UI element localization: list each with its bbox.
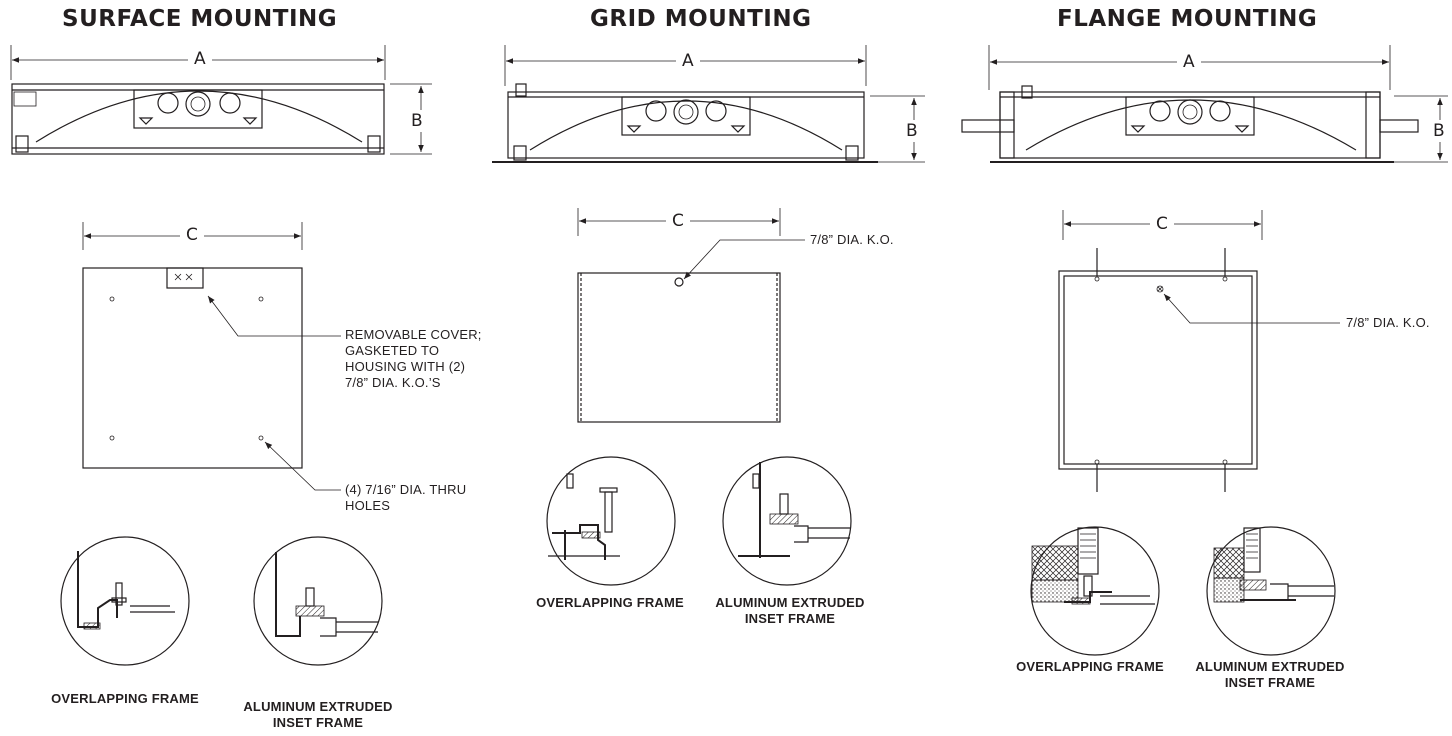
grid-note-ko: 7/8” DIA. K.O. <box>810 232 894 247</box>
flange-caption-inset: ALUMINUM EXTRUDED INSET FRAME <box>1195 659 1345 690</box>
grid-plan-view <box>577 208 805 423</box>
flange-mounting-title: FLANGE MOUNTING <box>1057 6 1318 32</box>
flange-dim-c: C <box>1150 215 1174 233</box>
surface-detail-inset <box>253 536 383 666</box>
grid-detail-inset <box>722 456 852 586</box>
flange-caption-overlapping: OVERLAPPING FRAME <box>1016 659 1164 674</box>
flange-plan-view <box>1058 210 1340 492</box>
grid-dim-a: A <box>676 52 700 70</box>
surface-plan-view <box>82 222 341 491</box>
surface-caption-overlapping: OVERLAPPING FRAME <box>51 691 199 706</box>
flange-detail-overlapping <box>1030 526 1160 656</box>
flange-side-elevation <box>961 45 1448 163</box>
flange-dim-b: B <box>1430 120 1448 142</box>
surface-note-removable-cover: REMOVABLE COVER; GASKETED TO HOUSING WIT… <box>345 327 482 390</box>
surface-detail-overlapping <box>60 536 190 666</box>
grid-caption-overlapping: OVERLAPPING FRAME <box>536 595 684 610</box>
grid-mounting-title: GRID MOUNTING <box>590 6 812 32</box>
grid-side-elevation <box>492 45 925 163</box>
grid-detail-overlapping <box>546 456 676 586</box>
flange-detail-inset <box>1206 526 1336 656</box>
surface-dim-c: C <box>180 226 204 244</box>
grid-dim-b: B <box>903 120 921 142</box>
surface-note-thru-holes: (4) 7/16” DIA. THRU HOLES <box>345 482 467 513</box>
flange-note-ko: 7/8” DIA. K.O. <box>1346 315 1430 330</box>
surface-dim-b: B <box>408 110 426 132</box>
surface-caption-inset: ALUMINUM EXTRUDED INSET FRAME <box>243 699 393 730</box>
grid-dim-c: C <box>666 212 690 230</box>
grid-caption-inset: ALUMINUM EXTRUDED INSET FRAME <box>715 595 865 626</box>
surface-side-elevation <box>10 45 432 155</box>
flange-dim-a: A <box>1177 53 1201 71</box>
surface-dim-a: A <box>188 50 212 68</box>
surface-mounting-title: SURFACE MOUNTING <box>62 6 338 32</box>
